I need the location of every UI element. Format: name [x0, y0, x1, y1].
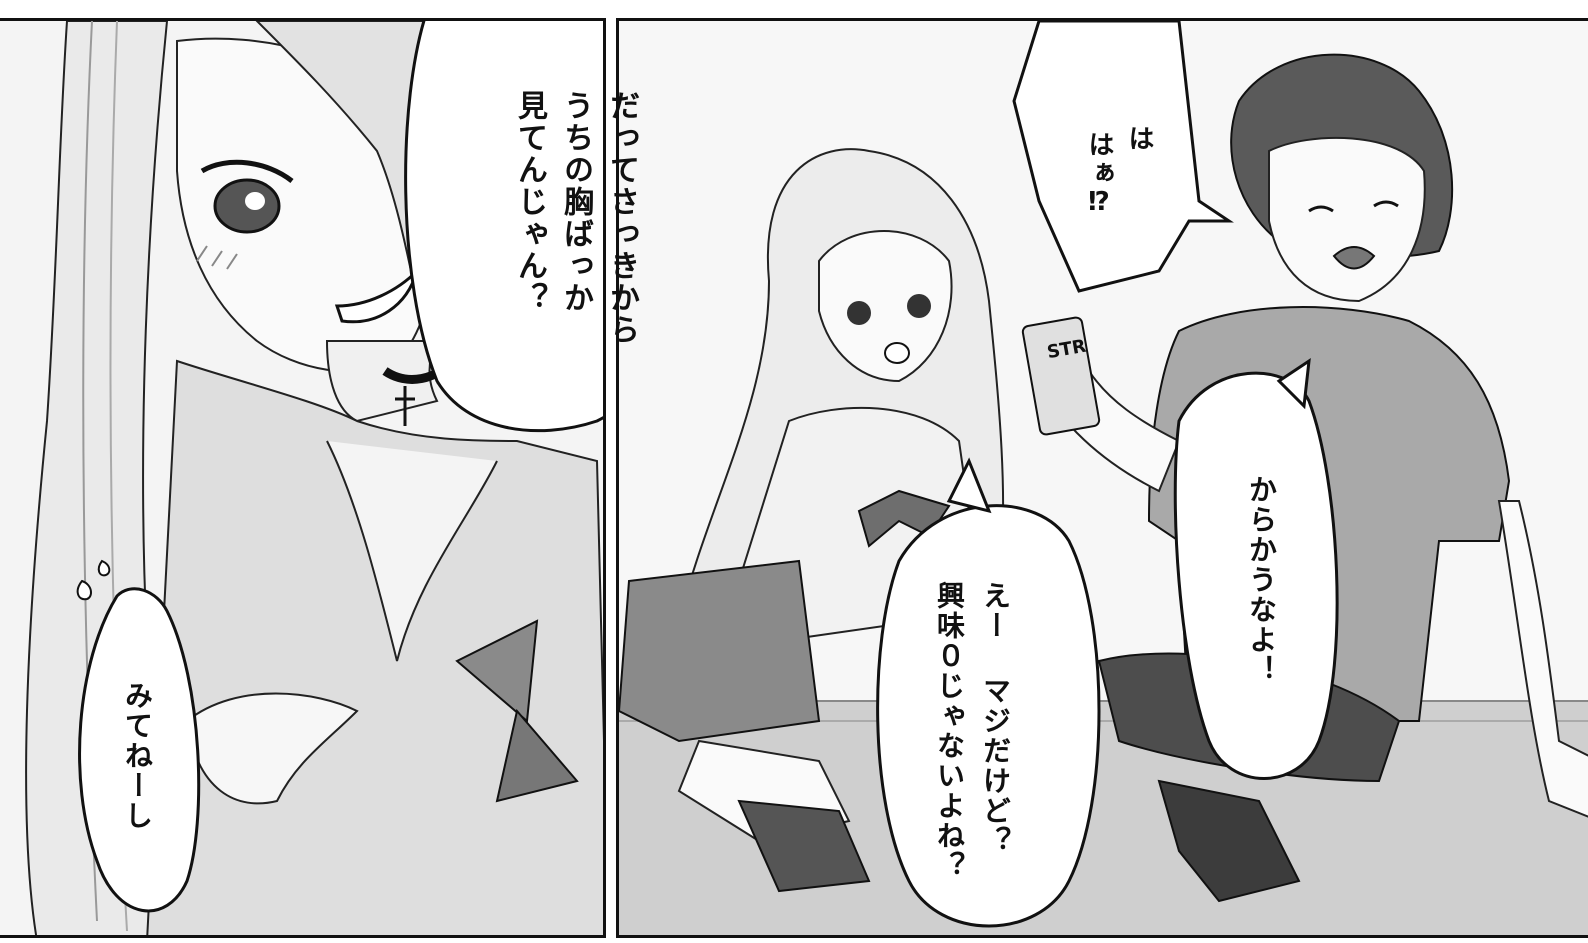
- bubble-line: うちの胸ばっか: [558, 90, 593, 314]
- bubble-line: からかうなよ！: [1245, 475, 1278, 685]
- bubble-line: えー マジだけど？: [979, 581, 1012, 856]
- bubble-ha-line-2: はぁ⁉: [1079, 131, 1119, 219]
- bubble-line: はぁ⁉: [1084, 131, 1114, 219]
- panel-left-art: [0, 21, 603, 935]
- bubble-line: 見てんじゃん？: [512, 90, 547, 314]
- panel-right-art: [619, 21, 1588, 935]
- bubble-line: 興味０じゃないよね？: [933, 581, 966, 881]
- bubble-line: みてねーし: [121, 681, 154, 831]
- bubble-left-bottom-text: みてねーし: [115, 681, 159, 831]
- bubble-left-top-line-3: 見てんじゃん？: [506, 90, 552, 314]
- bubble-line: だってさっきから: [604, 90, 639, 346]
- bubble-karakau-text: からかうなよ！: [1239, 475, 1283, 685]
- bubble-line: は: [1124, 125, 1154, 153]
- panel-left: みてねーし: [0, 18, 606, 938]
- bubble-ha-line-1: は: [1119, 125, 1159, 153]
- bubble-maji-line-2: 興味０じゃないよね？: [927, 581, 971, 881]
- bubble-left-top-text: うちの胸ばっか: [552, 90, 598, 314]
- bubble-maji-line-1: えー マジだけど？: [973, 581, 1017, 856]
- bubble-left-top-text: だってさっきから: [598, 90, 644, 346]
- panel-right: は はぁ⁉ えー マジだけど？ 興味０じゃないよね？ からかうなよ！ STR: [616, 18, 1588, 938]
